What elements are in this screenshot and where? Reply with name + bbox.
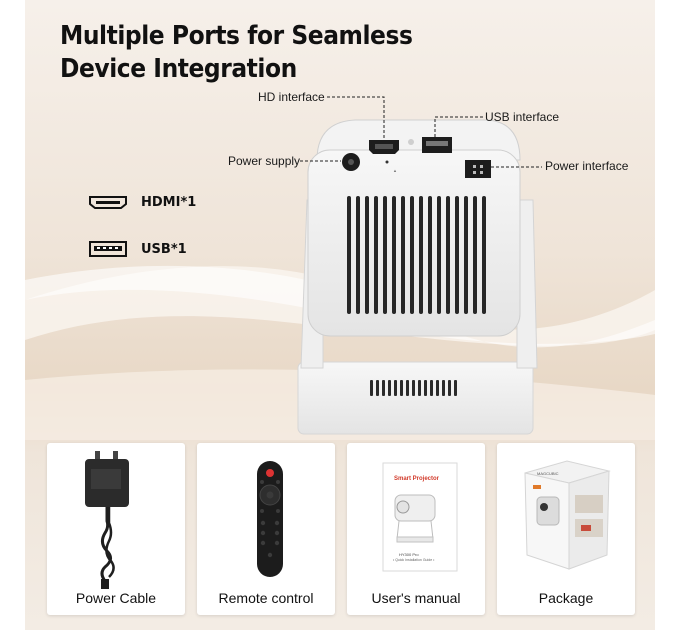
user-manual-image <box>382 462 458 572</box>
accessory-card-package: MAGCUBIC Package <box>497 443 635 615</box>
remote-control-image <box>257 461 283 577</box>
accessory-card-manual: Smart Projector HY300 Pro • Quick Instal… <box>347 443 485 615</box>
accessory-card-power-cable: Power Cable <box>47 443 185 615</box>
manual-cover-model: HY300 Pro <box>399 552 419 557</box>
power-interface-callout: Power interface <box>545 159 629 173</box>
hdmi-count-row: HDMI*1 <box>89 194 196 210</box>
accessory-caption: Package <box>538 590 594 606</box>
package-brand-text: MAGCUBIC <box>537 471 559 476</box>
hdmi-count-label: HDMI*1 <box>141 194 197 210</box>
accessory-caption: User's manual <box>371 590 461 606</box>
power-adapter-image <box>85 451 129 589</box>
page-title: Multiple Ports for Seamless Device Integ… <box>60 20 413 86</box>
hd-interface-callout: HD interface <box>258 90 325 104</box>
title-line-1: Multiple Ports for Seamless <box>60 21 413 51</box>
manual-cover-title: Smart Projector <box>394 476 440 482</box>
projector-image: ▲ <box>297 96 542 435</box>
usb-port-icon <box>89 241 127 257</box>
title-line-2: Device Integration <box>60 54 297 84</box>
manual-cover-subtitle: • Quick Installation Guide • <box>393 558 435 562</box>
accessory-card-remote: Remote control <box>197 443 335 615</box>
accessory-caption: Power Cable <box>75 590 157 606</box>
usb-count-label: USB*1 <box>141 241 187 257</box>
product-banner: Multiple Ports for Seamless Device Integ… <box>25 0 655 630</box>
hdmi-port-icon <box>89 196 127 209</box>
power-supply-callout: Power supply <box>228 154 301 168</box>
usb-interface-callout: USB interface <box>485 110 560 124</box>
usb-count-row: USB*1 <box>89 240 187 258</box>
accessory-caption: Remote control <box>218 590 314 606</box>
svg-text:▲: ▲ <box>393 168 397 173</box>
package-box-image <box>524 460 611 570</box>
